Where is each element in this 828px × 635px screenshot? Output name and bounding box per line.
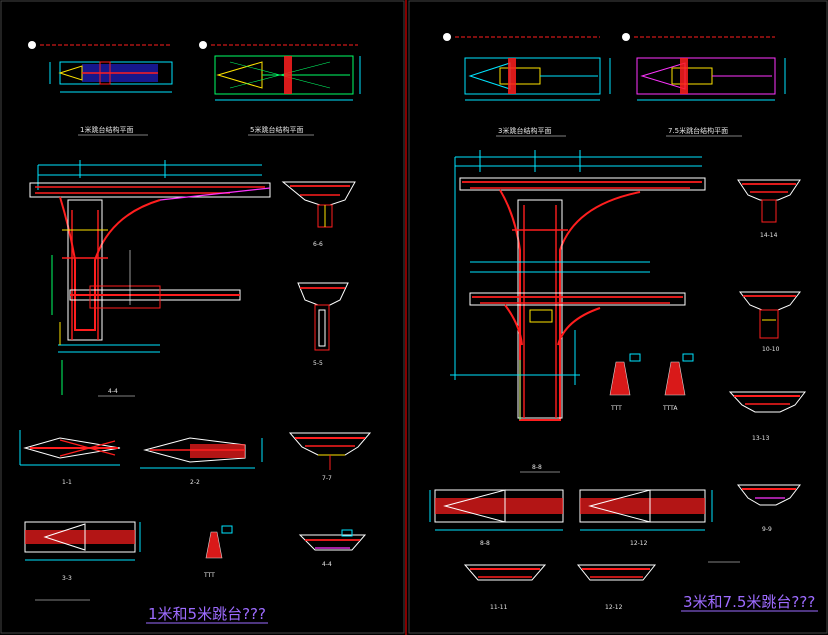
section-12-12-small: 12-12 (576, 564, 657, 611)
section-9-9-label: 9-9 (762, 526, 772, 533)
section-ttt-right: TTT (609, 353, 641, 412)
plan-5m-board: 5米跳台结构平面 (199, 41, 361, 136)
section-9-9: 9-9 (736, 484, 802, 533)
section-13-13-label: 13-13 (752, 435, 770, 442)
section-2-2: 2-2 (140, 437, 263, 486)
elevation-right-main: 8-8 (450, 150, 706, 473)
section-2-2-label: 2-2 (190, 479, 200, 486)
left-sheet-caption: 1米和5米跳台??? (148, 605, 266, 623)
section-6-6-label: 6-6 (313, 241, 323, 248)
section-ttta-right: TTTA (662, 353, 694, 412)
section-5-5-label: 5-5 (313, 360, 323, 367)
section-12-12-plan-label: 12-12 (630, 540, 648, 547)
section-12-12-plan: 12-12 (579, 489, 713, 547)
section-10-10-label: 10-10 (762, 346, 780, 353)
section-11-11: 11-11 (463, 564, 547, 611)
section-13-13: 13-13 (728, 391, 807, 442)
section-8-8-plan: 8-8 (429, 489, 564, 547)
section-1-1: 1-1 (19, 430, 121, 486)
section-ttt-left: TTT (203, 525, 233, 579)
section-3-3: 3-3 (24, 521, 141, 582)
right-sheet: 3米跳台结构平面 7.5米跳台结构平面 (429, 33, 818, 612)
section-left-main-label: 4-4 (108, 388, 118, 395)
section-ttt-right-label: TTT (610, 405, 622, 412)
section-8-8-plan-label: 8-8 (480, 540, 490, 547)
section-ttt-left-label: TTT (203, 572, 215, 579)
section-ttta-right-label: TTTA (662, 405, 678, 412)
section-14-14: 14-14 (737, 179, 801, 239)
plan-1m-board: 1米跳台结构平面 (28, 41, 173, 136)
left-sheet-border (0, 0, 405, 634)
section-6-6: 6-6 (281, 181, 356, 248)
right-sheet-caption: 3米和7.5米跳台??? (683, 593, 815, 611)
section-5-5: 5-5 (297, 282, 349, 367)
section-12-12-small-label: 12-12 (605, 604, 623, 611)
plan-3m-board: 3米跳台结构平面 (443, 33, 611, 137)
plan-7-5m-board: 7.5米跳台结构平面 (622, 33, 786, 137)
section-4-4-small: 4-4 (298, 529, 367, 568)
section-14-14-label: 14-14 (760, 232, 778, 239)
section-7-7-label: 7-7 (322, 475, 332, 482)
elevation-left-main: 4-4 (29, 160, 271, 397)
section-11-11-label: 11-11 (490, 604, 508, 611)
section-7-7: 7-7 (288, 432, 372, 482)
section-3-3-label: 3-3 (62, 575, 72, 582)
section-1-1-label: 1-1 (62, 479, 72, 486)
plan-1m-title: 1米跳台结构平面 (80, 125, 133, 134)
plan-7-5m-title: 7.5米跳台结构平面 (668, 126, 728, 135)
section-10-10: 10-10 (738, 291, 802, 353)
plan-5m-title: 5米跳台结构平面 (250, 125, 303, 134)
section-4-4-small-label: 4-4 (322, 561, 332, 568)
section-right-main-label: 8-8 (532, 464, 542, 471)
plan-3m-title: 3米跳台结构平面 (498, 126, 551, 135)
right-sheet-border (408, 0, 828, 634)
left-sheet: 1米跳台结构平面 5米跳台结构平面 (19, 41, 372, 624)
